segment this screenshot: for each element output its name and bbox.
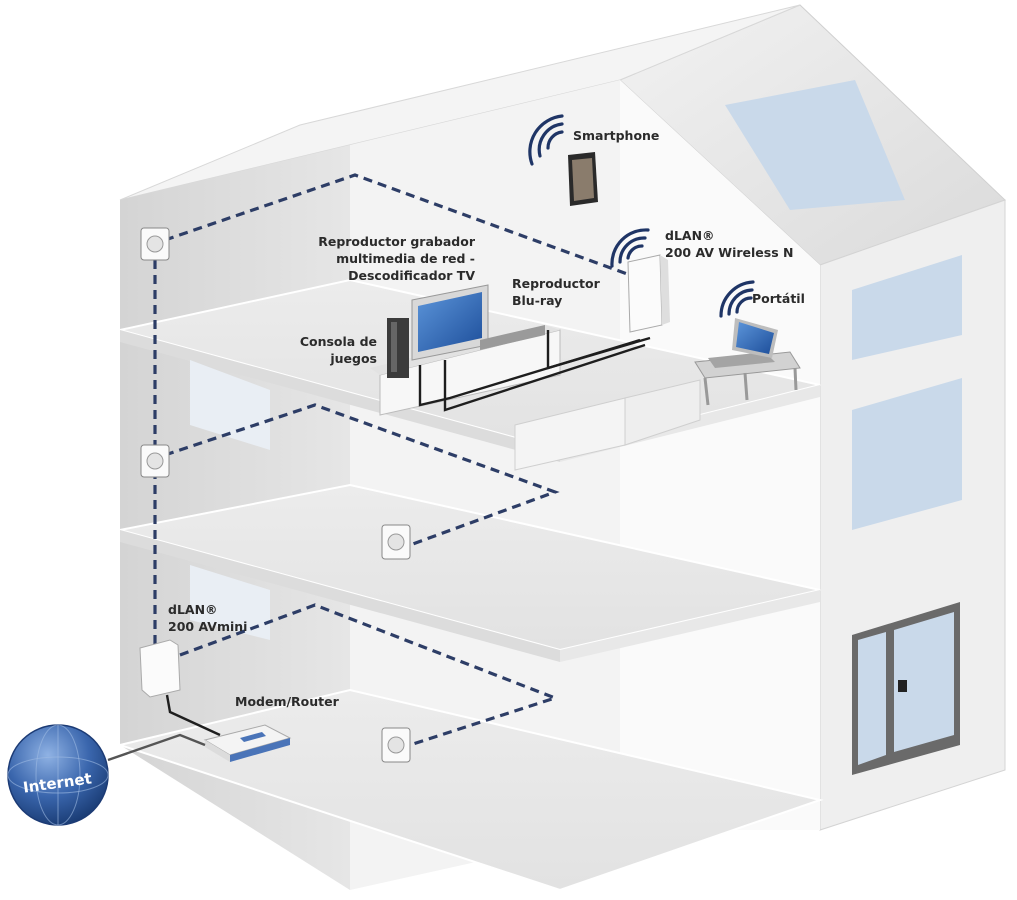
smartphone-label: Smartphone bbox=[573, 128, 659, 143]
router-label: Modem/Router bbox=[235, 694, 340, 709]
adapter-router-cable bbox=[165, 694, 221, 737]
internet-cable bbox=[107, 733, 206, 762]
wifi-icon bbox=[528, 114, 564, 166]
mini-adapter bbox=[139, 639, 181, 698]
entrance-door bbox=[852, 602, 960, 775]
wireless-adapter-label-line1: dLAN® bbox=[665, 228, 715, 243]
facade-right bbox=[819, 199, 1006, 831]
tv bbox=[411, 284, 489, 361]
wireless-adapter bbox=[627, 254, 670, 333]
modem-router bbox=[203, 724, 292, 762]
door-handle bbox=[898, 680, 907, 692]
floor-ground bbox=[116, 688, 824, 892]
console-label-line1: Consola de bbox=[300, 334, 377, 349]
window-middle bbox=[852, 378, 962, 530]
wifi-icon bbox=[610, 228, 650, 268]
smartphone-device bbox=[568, 152, 598, 206]
bluray-player bbox=[480, 325, 545, 350]
powerline-middle bbox=[164, 403, 560, 547]
wall-outlet bbox=[140, 444, 170, 478]
window-upper bbox=[852, 255, 962, 360]
powerline-ground bbox=[179, 603, 560, 747]
laptop bbox=[708, 318, 778, 368]
wireless-adapter-label-line2: 200 AV Wireless N bbox=[665, 245, 793, 260]
sofa bbox=[514, 379, 701, 471]
interior-walls bbox=[116, 80, 824, 892]
wifi-icon bbox=[719, 280, 755, 318]
skylight bbox=[725, 80, 905, 210]
laptop-label: Portátil bbox=[752, 291, 805, 306]
network-cables bbox=[418, 330, 651, 412]
mini-adapter-label-line2: 200 AVmini bbox=[168, 619, 247, 634]
game-console bbox=[387, 318, 409, 378]
bluray-label-line1: Reproductor bbox=[512, 276, 601, 291]
wall-outlet bbox=[140, 227, 170, 261]
media-player-label-line1: Reproductor grabador bbox=[318, 234, 476, 249]
media-player-label-line3: Descodificador TV bbox=[348, 268, 475, 283]
powerline-top bbox=[164, 173, 631, 277]
internet-globe-icon: Internet bbox=[7, 724, 109, 826]
wall-outlet bbox=[381, 524, 411, 560]
bluray-label-line2: Blu-ray bbox=[512, 293, 562, 308]
tv-screen bbox=[418, 292, 482, 352]
wall-outlet bbox=[381, 727, 411, 763]
powerline-connections bbox=[153, 173, 631, 747]
media-player-label-line2: multimedia de red - bbox=[336, 251, 475, 266]
mini-adapter-label-line1: dLAN® bbox=[168, 602, 218, 617]
console-label-line2: juegos bbox=[329, 351, 377, 366]
